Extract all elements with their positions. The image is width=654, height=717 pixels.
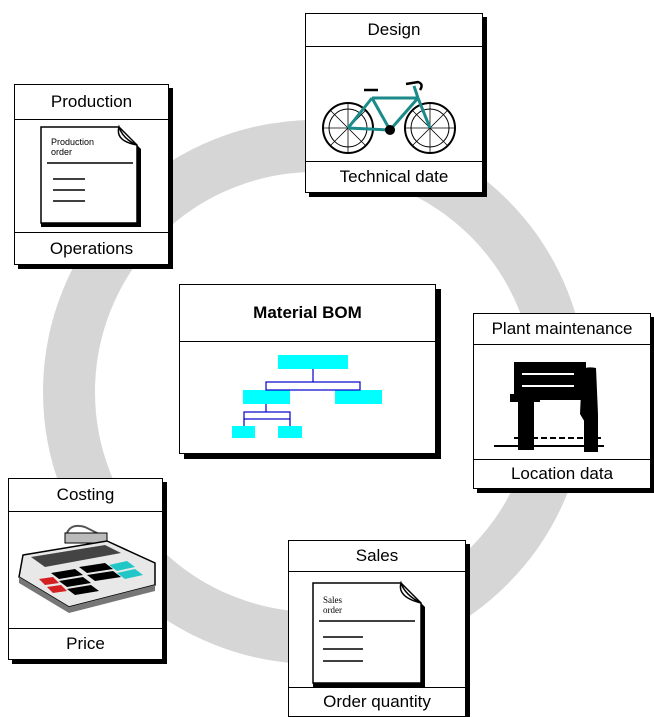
design-box: Design (305, 13, 483, 193)
production-doc-label-2: order (51, 147, 73, 157)
production-box: Production Production order Operations (14, 84, 169, 265)
design-title: Design (306, 14, 482, 47)
sales-doc-label-1: Sales (323, 595, 342, 605)
bicycle-icon (322, 80, 456, 154)
costing-title: Costing (9, 479, 162, 512)
costing-box: Costing Price (8, 478, 163, 660)
plant-maintenance-box: Plant maintenance Location data (473, 313, 651, 489)
calculator-icon (18, 524, 156, 613)
material-bom-title: Material BOM (180, 285, 435, 342)
document-icon (40, 124, 141, 227)
plant-maintenance-title: Plant maintenance (474, 314, 650, 345)
sales-doc-label-2: order (323, 605, 342, 615)
material-bom-box: Material BOM (179, 284, 436, 454)
production-title: Production (15, 85, 168, 120)
sales-caption: Order quantity (289, 687, 465, 716)
plant-maintenance-caption: Location data (474, 459, 650, 488)
production-doc-label-1: Production (51, 137, 95, 147)
document-icon (312, 580, 425, 687)
machine-icon (494, 362, 604, 452)
costing-caption: Price (9, 628, 162, 659)
production-caption: Operations (15, 232, 168, 264)
sales-box: Sales Sales order Order quantity (288, 540, 466, 717)
design-caption: Technical date (306, 161, 482, 192)
bom-tree-icon (232, 355, 382, 438)
sales-title: Sales (289, 541, 465, 572)
